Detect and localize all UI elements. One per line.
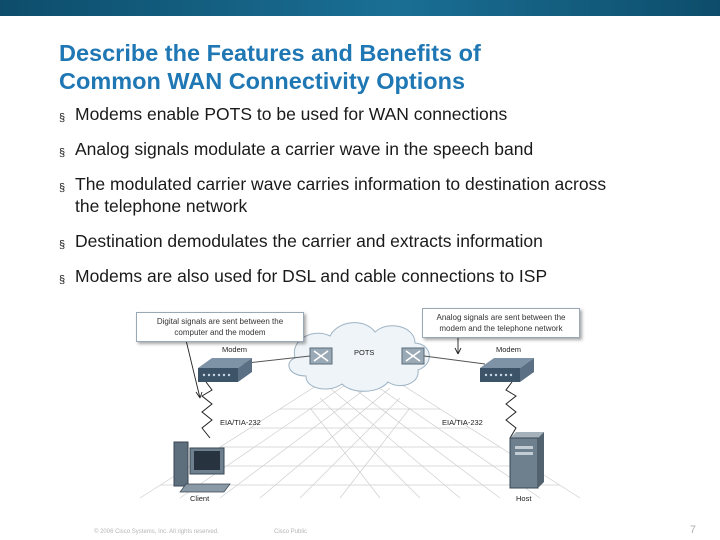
client-computer-icon	[173, 441, 231, 493]
pots-cloud-icon	[288, 322, 430, 392]
cable-right-label: EIA/TIA-232	[442, 418, 483, 427]
bullet-text: Destination demodulates the carrier and …	[75, 231, 543, 251]
right-switch-icon	[401, 347, 425, 365]
bullet-marker: §	[59, 147, 66, 159]
left-serial-cable	[201, 381, 213, 439]
slide-title: Describe the Features and Benefits of Co…	[59, 39, 679, 95]
pots-label: POTS	[354, 348, 375, 357]
page-number: 7	[689, 524, 696, 536]
bullet-item: § Modems are also used for DSL and cable…	[59, 265, 699, 287]
right-serial-cable	[505, 381, 517, 439]
client-label: Client	[190, 494, 210, 503]
footer-copyright: © 2006 Cisco Systems, Inc. All rights re…	[94, 529, 219, 535]
title-line-2: Common WAN Connectivity Options	[59, 68, 466, 94]
bullet-list: § Modems enable POTS to be used for WAN …	[59, 103, 699, 300]
header-bar	[0, 0, 720, 16]
callout-analog-signals: Analog signals are sent between the mode…	[422, 308, 580, 338]
bullet-text: The modulated carrier wave carries infor…	[75, 174, 607, 216]
modem-diagram: Digital signals are sent between the com…	[120, 298, 590, 513]
diagram-graphic	[139, 322, 581, 499]
footer-classification: Cisco Public	[274, 529, 308, 535]
title-line-1: Describe the Features and Benefits of	[59, 40, 481, 66]
bullet-text: Analog signals modulate a carrier wave i…	[75, 139, 534, 159]
bullet-marker: §	[59, 274, 66, 286]
callout-analog-line-1: Analog signals are sent between the	[436, 313, 566, 322]
bullet-text: Modems enable POTS to be used for WAN co…	[75, 104, 508, 124]
callout-digital-signals: Digital signals are sent between the com…	[136, 312, 304, 342]
bullet-item: § The modulated carrier wave carries inf…	[59, 173, 635, 217]
callout-digital-line-2: computer and the modem	[174, 328, 266, 337]
callout-digital-line-1: Digital signals are sent between the	[156, 317, 284, 326]
bullet-text: Modems are also used for DSL and cable c…	[75, 266, 548, 286]
bullet-item: § Destination demodulates the carrier an…	[59, 230, 699, 252]
modem-left-label: Modem	[222, 345, 248, 354]
bullet-item: § Analog signals modulate a carrier wave…	[59, 138, 699, 160]
host-label: Host	[516, 494, 532, 503]
cable-left-label: EIA/TIA-232	[220, 418, 261, 427]
bullet-item: § Modems enable POTS to be used for WAN …	[59, 103, 699, 125]
host-server-icon	[509, 432, 544, 489]
bullet-marker: §	[59, 239, 66, 251]
modem-right-label: Modem	[496, 345, 522, 354]
left-modem-icon	[198, 358, 252, 382]
callout-analog-line-2: modem and the telephone network	[439, 324, 563, 333]
bullet-marker: §	[59, 112, 66, 124]
bullet-marker: §	[59, 182, 66, 194]
right-modem-icon	[480, 358, 534, 382]
left-switch-icon	[309, 347, 333, 365]
